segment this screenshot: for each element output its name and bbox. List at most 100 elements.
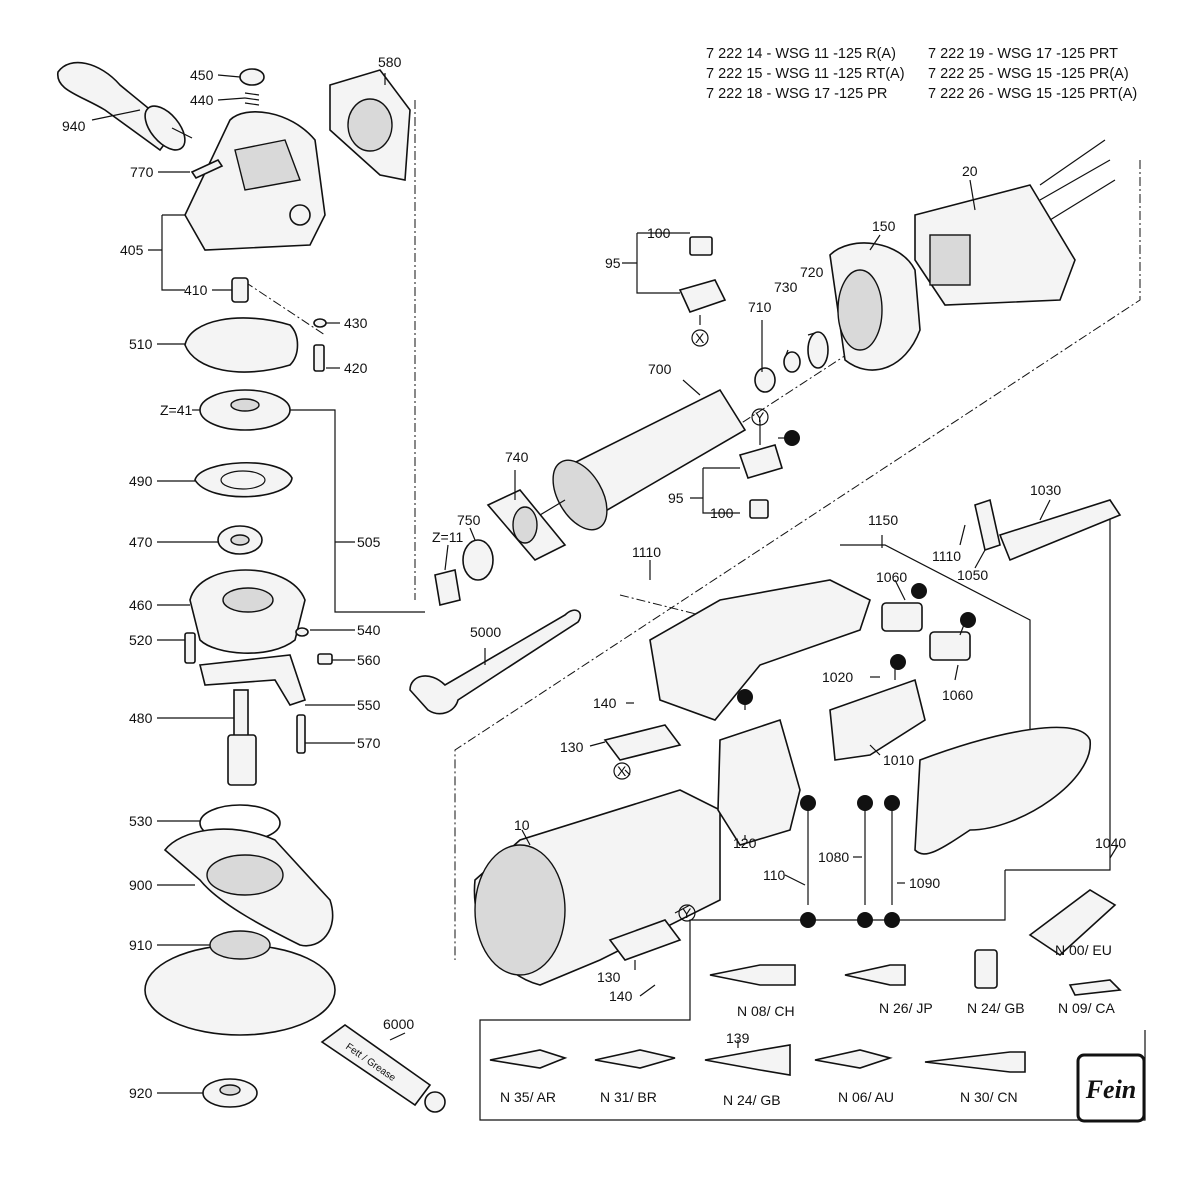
label-740: 740 [505, 449, 529, 465]
label-z11: Z=11 [432, 529, 463, 545]
rear-housing-1150 [649, 579, 871, 721]
wire-leads [807, 810, 893, 905]
handle-940 [57, 61, 193, 152]
plug-br [594, 1049, 676, 1069]
label-530: 530 [129, 813, 153, 829]
label-420: 420 [344, 360, 368, 376]
label-n06: N 06/ AU [838, 1089, 894, 1105]
letter-markers [613, 329, 976, 928]
label-700: 700 [648, 361, 672, 377]
ring-720 [807, 331, 829, 369]
model-line: 7 222 15 - WSG 11 -125 RT(A) [706, 66, 905, 82]
label-n09: N 09/ CA [1058, 1000, 1115, 1016]
label-1020: 1020 [822, 669, 853, 685]
label-450: 450 [190, 67, 214, 83]
pin-420-430 [313, 318, 327, 372]
flange-910 [144, 930, 336, 1036]
model-line: 7 222 14 - WSG 11 -125 R(A) [706, 46, 896, 62]
label-710: 710 [748, 299, 772, 315]
cover-130b [608, 919, 682, 961]
bearing-750 [462, 539, 494, 581]
fein-logo: Fein [1076, 1053, 1146, 1123]
plug-gb [974, 949, 998, 989]
label-480: 480 [129, 710, 153, 726]
label-410: 410 [184, 282, 208, 298]
label-730: 730 [774, 279, 798, 295]
pin-560 [317, 653, 333, 665]
fan-baffle-150 [829, 242, 921, 371]
label-550: 550 [357, 697, 381, 713]
label-95a: 95 [605, 255, 621, 271]
label-750: 750 [457, 512, 481, 528]
grip-cover [914, 726, 1091, 855]
label-720: 720 [800, 264, 824, 280]
label-n24b: N 24/ GB [723, 1092, 781, 1108]
label-n31: N 31/ BR [600, 1089, 657, 1105]
label-490: 490 [129, 473, 153, 489]
plug-au [814, 1049, 893, 1069]
label-6000: 6000 [383, 1016, 414, 1032]
label-10: 10 [514, 817, 530, 833]
label-1150: 1150 [868, 512, 898, 528]
spindle-480 [227, 689, 257, 786]
label-570: 570 [357, 735, 381, 751]
cap-450-spring-440 [239, 68, 265, 106]
label-560: 560 [357, 652, 381, 668]
model-line: 7 222 19 - WSG 17 -125 PRT [928, 46, 1118, 62]
label-n00: N 00/ EU [1055, 942, 1112, 958]
armature-700 [539, 388, 747, 531]
label-130a: 130 [560, 739, 584, 755]
bushing-410 [231, 277, 249, 303]
label-ya: Y [755, 409, 765, 425]
logo-text: Fein [1085, 1075, 1137, 1104]
label-940: 940 [62, 118, 86, 134]
label-405: 405 [120, 242, 144, 258]
screw-520 [184, 632, 196, 664]
label-1060a: 1060 [876, 569, 907, 585]
label-z41: Z=41 [160, 402, 193, 418]
label-520: 520 [129, 632, 153, 648]
model-line: 7 222 26 - WSG 15 -125 PRT(A) [928, 86, 1138, 102]
switch-1010 [829, 678, 926, 761]
gear-cover-405 [184, 111, 326, 251]
label-140b: 140 [609, 988, 633, 1004]
label-470: 470 [129, 534, 153, 550]
label-110: 110 [763, 867, 786, 883]
label-440: 440 [190, 92, 214, 108]
lock-lever-550 [199, 654, 307, 706]
label-120: 120 [733, 835, 757, 851]
plug-cn [924, 1051, 1026, 1073]
label-1090: 1090 [909, 875, 940, 891]
washer-710 [754, 367, 776, 393]
label-1050: 1050 [957, 567, 988, 583]
wrench-5000 [409, 609, 582, 715]
label-540: 540 [357, 622, 381, 638]
label-150: 150 [872, 218, 896, 234]
clamp-1050 [974, 498, 1001, 552]
brush-cap-1060b [881, 602, 923, 632]
model-line: 7 222 25 - WSG 15 -125 PR(A) [928, 66, 1129, 82]
motor-housing-10 [473, 789, 721, 986]
label-139: 139 [726, 1030, 750, 1046]
plug-ar [489, 1049, 568, 1069]
label-5000: 5000 [470, 624, 501, 640]
nut-920 [202, 1078, 258, 1108]
label-n24a: N 24/ GB [967, 1000, 1025, 1016]
label-770: 770 [130, 164, 154, 180]
label-n35: N 35/ AR [500, 1089, 556, 1105]
baffle-740 [486, 489, 567, 561]
plug-ca [1068, 979, 1122, 996]
label-430: 430 [344, 315, 368, 331]
label-100a: 100 [647, 225, 671, 241]
guard-900 [163, 828, 334, 947]
pin-570 [296, 714, 306, 754]
model-line: 7 222 18 - WSG 17 -125 PR [706, 86, 888, 102]
label-20: 20 [962, 163, 978, 179]
label-n08: N 08/ CH [737, 1003, 795, 1019]
brush-cap-1060c [929, 631, 971, 661]
label-140a: 140 [593, 695, 617, 711]
cover-130a [603, 724, 682, 761]
plug-jp [844, 964, 906, 986]
washer-540 [295, 627, 309, 637]
